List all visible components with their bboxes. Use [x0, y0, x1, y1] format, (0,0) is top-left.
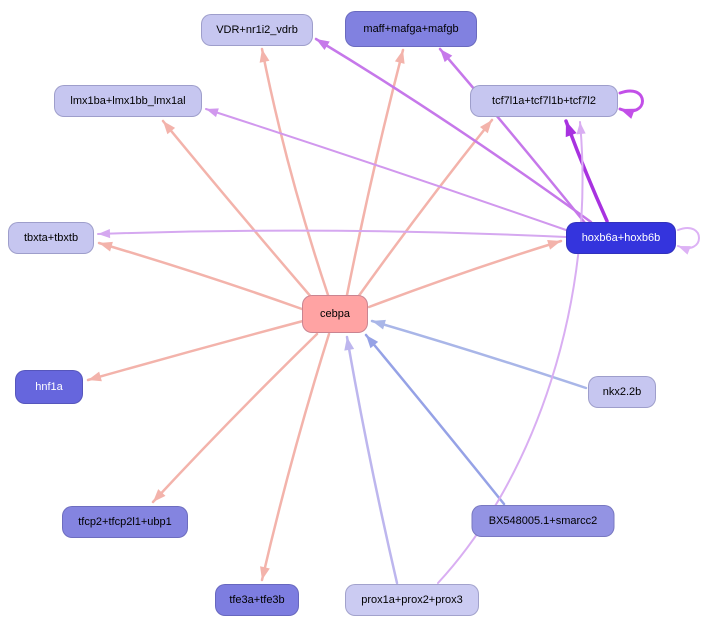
node-hoxb6[interactable]: hoxb6a+hoxb6b — [566, 222, 676, 254]
node-tfcp2[interactable]: tfcp2+tfcp2l1+ubp1 — [62, 506, 188, 538]
arrowhead-prox1-tcf7l1 — [576, 122, 586, 135]
node-lmx1b[interactable]: lmx1ba+lmx1bb_lmx1al — [54, 85, 202, 117]
arrowhead-bx-cebpa — [366, 335, 379, 349]
arrowhead-cebpa-lmx1b — [163, 121, 176, 135]
arrowhead-tcf7l1-tcf7l1 — [620, 108, 636, 119]
arrowhead-cebpa-hnf1a — [88, 371, 102, 382]
edge-cebpa-tfe3 — [260, 332, 331, 582]
edge-cebpa-maff — [345, 48, 405, 297]
arrowhead-cebpa-tbxta — [99, 241, 113, 252]
arrowhead-hoxb6-lmx1b — [206, 108, 219, 118]
node-cebpa[interactable]: cebpa — [302, 295, 368, 333]
edge-cebpa-hoxb6 — [367, 239, 563, 309]
node-bx[interactable]: BX548005.1+smarcc2 — [471, 505, 615, 537]
edge-cebpa-lmx1b — [161, 119, 314, 300]
node-prox1[interactable]: prox1a+prox2+prox3 — [345, 584, 479, 616]
edge-cebpa-tbxta — [97, 241, 304, 311]
arrowhead-prox1-cebpa — [344, 337, 355, 351]
edge-tcf7l1-tcf7l1 — [618, 89, 644, 113]
edge-cebpa-hnf1a — [86, 319, 305, 382]
arrowhead-cebpa-maff — [394, 50, 405, 64]
arrowhead-hoxb6-hoxb6 — [678, 246, 691, 255]
arrowhead-hoxb6-maff — [440, 49, 453, 63]
edge-prox1-cebpa — [345, 335, 399, 585]
arrowhead-cebpa-hoxb6 — [547, 240, 561, 250]
edge-bx-cebpa — [364, 333, 506, 506]
edge-cebpa-vdr — [260, 47, 330, 297]
node-nkx[interactable]: nkx2.2b — [588, 376, 656, 408]
edge-hoxb6-hoxb6 — [677, 227, 700, 249]
arrowhead-hoxb6-tcf7l1 — [565, 121, 577, 138]
arrowhead-cebpa-tfcp2 — [153, 489, 166, 502]
arrowhead-cebpa-tcf7l1 — [479, 120, 492, 134]
edge-hoxb6-lmx1b — [205, 108, 567, 231]
edge-hoxb6-maff — [438, 47, 587, 225]
node-tcf7l1[interactable]: tcf7l1a+tcf7l1b+tcf7l2 — [470, 85, 618, 117]
arrowhead-cebpa-vdr — [259, 49, 270, 63]
node-vdr[interactable]: VDR+nr1i2_vdrb — [201, 14, 313, 46]
node-tfe3[interactable]: tfe3a+tfe3b — [215, 584, 299, 616]
arrowhead-cebpa-tfe3 — [260, 566, 270, 580]
arrowhead-hoxb6-tbxta — [98, 228, 111, 239]
edge-hoxb6-tbxta — [97, 229, 567, 238]
node-tbxta[interactable]: tbxta+tbxtb — [8, 222, 94, 254]
node-maff[interactable]: maff+mafga+mafgb — [345, 11, 477, 47]
edge-cebpa-tfcp2 — [151, 332, 319, 504]
arrowhead-nkx-cebpa — [372, 319, 386, 330]
edge-hoxb6-vdr — [314, 37, 593, 224]
node-hnf1a[interactable]: hnf1a — [15, 370, 83, 404]
arrowhead-hoxb6-vdr — [316, 39, 330, 51]
edge-nkx-cebpa — [370, 319, 588, 390]
